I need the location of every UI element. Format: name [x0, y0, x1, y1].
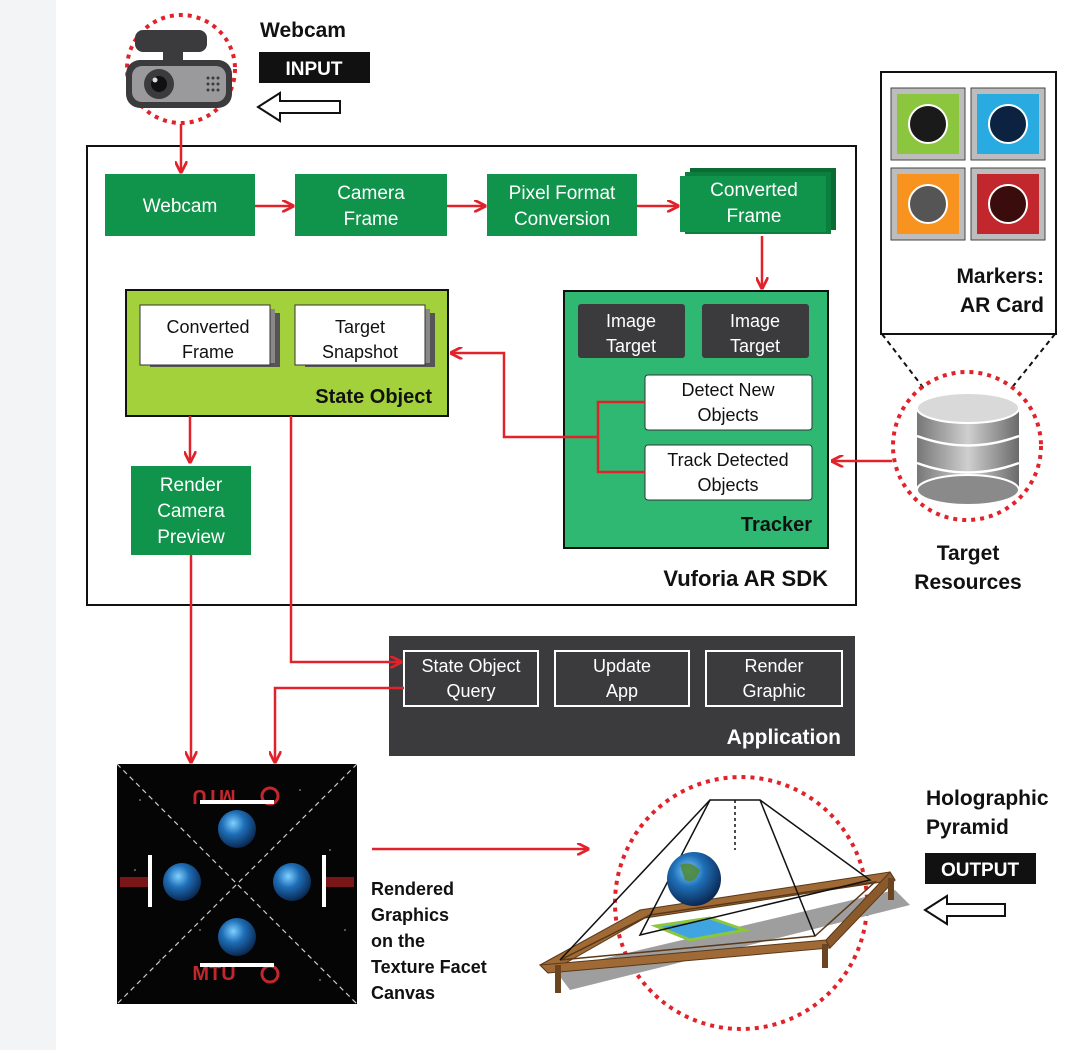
output-badge: OUTPUT — [941, 860, 1020, 881]
pipeline-row: Webcam Camera Frame Pixel Format Convers… — [105, 168, 836, 288]
markers-label-line2: AR Card — [960, 294, 1044, 317]
webcam-highlight-ring — [125, 13, 237, 125]
state-converted-frame-card — [139, 304, 271, 366]
output-badge-bg — [925, 853, 1036, 884]
webcam-input-group: Webcam INPUT — [125, 13, 370, 125]
state-converted-frame-line2: Frame — [182, 342, 234, 362]
tracker-image-target-1-line1: Image — [606, 311, 656, 331]
vuforia-sdk-frame — [86, 145, 857, 606]
pipeline-camera-frame-line1: Camera — [337, 183, 405, 204]
pipeline-camera-frame-line2: Frame — [344, 209, 399, 230]
webcam-title: Webcam — [260, 19, 346, 42]
tracker-track-line2: Objects — [697, 475, 758, 495]
target-resources-group: Target Resources — [832, 370, 1043, 594]
app-render-graphic-line2: Graphic — [742, 681, 805, 701]
markers-group: Markers: AR Card — [880, 71, 1057, 391]
ar-card-2 — [970, 87, 1046, 161]
app-render-graphic-box — [705, 650, 843, 707]
rendered-graphics-line5: Canvas — [371, 983, 435, 1003]
pipeline-pixel-format-line1: Pixel Format — [509, 183, 616, 204]
app-update-app-box — [554, 650, 690, 707]
pipeline-converted-frame-box — [680, 176, 826, 232]
tracker-image-target-2-line1: Image — [730, 311, 780, 331]
pyramid-display-screen — [650, 916, 751, 942]
pyramid-group: Holographic Pyramid OUTPUT — [538, 775, 1049, 1031]
state-object-title: State Object — [315, 386, 432, 408]
left-margin-strip — [0, 0, 56, 1050]
tracker-detect-line1: Detect New — [681, 380, 775, 400]
tracker-title: Tracker — [741, 514, 812, 536]
target-resources-line1: Target — [937, 542, 1000, 565]
rendered-graphics-line1: Rendered — [371, 879, 454, 899]
application-title: Application — [727, 726, 841, 749]
pipeline-camera-frame-box — [295, 174, 447, 236]
pipeline-converted-frame-line2: Frame — [727, 206, 782, 227]
canvas-earth-left — [163, 863, 201, 901]
tracker-image-target-1-line2: Target — [606, 336, 656, 356]
tracker-track-line1: Track Detected — [667, 450, 788, 470]
application-group: State Object Query Update App Render Gra… — [191, 416, 855, 762]
pyramid-title-line2: Pyramid — [926, 816, 1009, 839]
app-update-app-line2: App — [606, 681, 638, 701]
rendered-graphics-line2: Graphics — [371, 905, 449, 925]
tracker-image-target-2 — [702, 304, 809, 358]
state-target-snapshot-card — [294, 304, 426, 366]
arrow-query-to-canvas — [275, 686, 404, 762]
render-preview-line1: Render — [160, 475, 223, 496]
markers-callout-left — [881, 333, 926, 391]
ar-card-1 — [890, 87, 966, 161]
canvas-earth-bottom — [218, 918, 256, 956]
markers-callout-right — [1009, 333, 1056, 391]
rendered-graphics-line3: on the — [371, 931, 425, 951]
tracker-detect-line2: Objects — [697, 405, 758, 425]
arrow-tracker-to-state-object — [451, 353, 598, 439]
canvas-earth-top — [218, 810, 256, 848]
database-icon — [916, 392, 1020, 506]
app-update-app-line1: Update — [593, 656, 651, 676]
input-arrow-icon — [256, 91, 341, 123]
pyramid-outline — [559, 799, 872, 961]
canvas-logo-bottom: MTU — [192, 963, 235, 985]
pyramid-title-line1: Holographic — [926, 787, 1049, 810]
state-target-snapshot-line2: Snapshot — [322, 342, 398, 362]
app-state-object-query-line1: State Object — [421, 656, 520, 676]
target-resources-ring — [891, 370, 1043, 522]
tracker-group: Image Target Image Target Detect New Obj… — [451, 290, 829, 549]
state-target-snapshot-line1: Target — [335, 317, 385, 337]
markers-label-line1: Markers: — [956, 265, 1044, 288]
arrow-state-to-query — [289, 416, 401, 662]
render-preview-group: Render Camera Preview — [131, 416, 251, 555]
ar-card-3 — [890, 167, 966, 241]
render-preview-box — [131, 466, 251, 555]
pipeline-converted-frame-line1: Converted — [710, 180, 798, 201]
vuforia-sdk-title: Vuforia AR SDK — [663, 566, 828, 591]
pipeline-pixel-format-box — [487, 174, 637, 236]
target-resources-line2: Resources — [914, 571, 1021, 594]
app-state-object-query-box — [403, 650, 539, 707]
app-render-graphic-line1: Render — [744, 656, 803, 676]
render-preview-line2: Camera — [157, 501, 225, 522]
output-arrow-icon — [923, 894, 1006, 926]
input-badge-bg — [259, 52, 370, 83]
rendered-graphics-line4: Texture Facet — [371, 957, 487, 977]
input-badge: INPUT — [286, 59, 343, 80]
render-preview-line3: Preview — [157, 527, 225, 548]
pipeline-webcam-label: Webcam — [143, 196, 218, 217]
app-state-object-query-line2: Query — [446, 681, 495, 701]
ar-card-4 — [970, 167, 1046, 241]
pipeline-webcam-box — [105, 174, 255, 236]
application-box — [389, 636, 855, 756]
state-converted-frame-line1: Converted — [166, 317, 249, 337]
state-object-group: Converted Frame Target Snapshot State Ob… — [125, 289, 449, 417]
texture-canvas-group: MTU MTU Rendered Graphics on the Texture… — [116, 763, 588, 1005]
canvas-earth-right — [273, 863, 311, 901]
tracker-image-target-1 — [578, 304, 685, 358]
pipeline-pixel-format-line2: Conversion — [514, 209, 610, 230]
webcam-icon — [126, 30, 232, 108]
tracker-image-target-2-line2: Target — [730, 336, 780, 356]
